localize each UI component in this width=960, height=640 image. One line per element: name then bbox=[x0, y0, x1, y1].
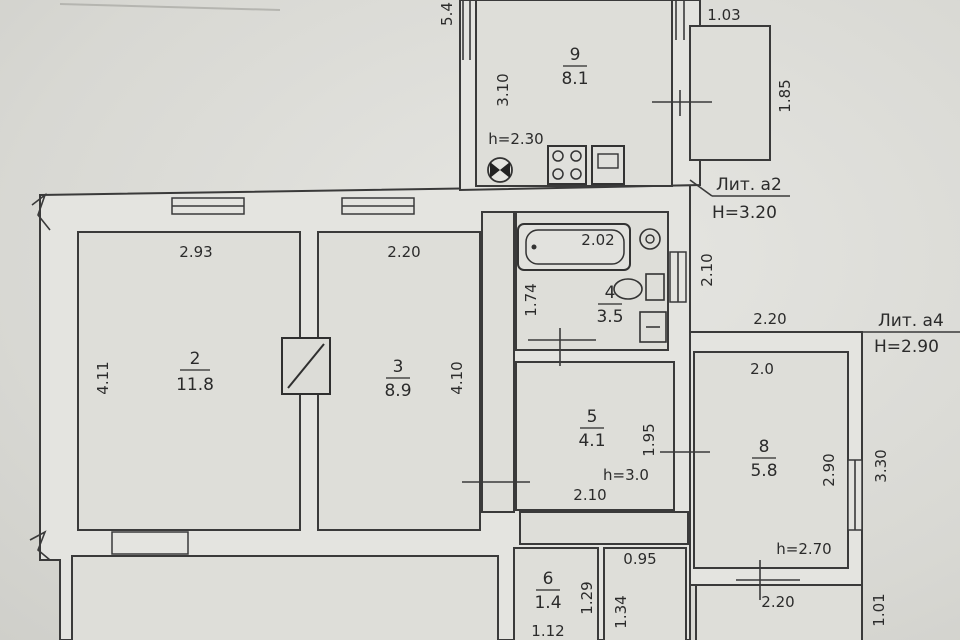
room-label-5: 5 4.1 bbox=[578, 407, 605, 451]
room-label-2: 2 11.8 bbox=[176, 349, 214, 395]
sink-icon-bathroom bbox=[639, 228, 661, 250]
heater-symbol bbox=[281, 337, 331, 395]
height-room-5: h=3.0 bbox=[603, 466, 649, 484]
scan-edge-line bbox=[59, 3, 281, 11]
dim-1-03: 1.03 bbox=[707, 6, 740, 24]
lit-a2-height: H=3.20 bbox=[712, 203, 777, 223]
room-3-number: 3 bbox=[393, 357, 404, 377]
dim-2-20-bottom: 2.20 bbox=[761, 593, 794, 611]
room-8 bbox=[693, 351, 849, 569]
room-5-area: 4.1 bbox=[578, 431, 605, 451]
room-2-area: 11.8 bbox=[176, 375, 214, 395]
room-3-area: 8.9 bbox=[384, 381, 411, 401]
room-6-number: 6 bbox=[543, 569, 554, 589]
room-8-area: 5.8 bbox=[750, 461, 777, 481]
dim-2-93: 2.93 bbox=[179, 243, 212, 261]
room-small-right bbox=[603, 547, 687, 640]
room-6-area: 1.4 bbox=[534, 593, 561, 613]
dim-2-10-vertical: 2.10 bbox=[698, 253, 716, 286]
dim-3-10: 3.10 bbox=[494, 73, 512, 106]
room-bottom-left bbox=[71, 555, 499, 640]
room-label-8: 8 5.8 bbox=[750, 437, 777, 481]
room-6 bbox=[513, 547, 599, 640]
dim-1-95: 1.95 bbox=[640, 423, 658, 456]
kitchen-sink-icon bbox=[591, 145, 625, 185]
window-room-4 bbox=[669, 251, 687, 303]
lit-a2-pointer bbox=[689, 179, 713, 197]
dim-0-95: 0.95 bbox=[623, 550, 656, 568]
lit-a4-label: Лит. а4 bbox=[878, 311, 944, 331]
room-4-number: 4 bbox=[605, 283, 616, 303]
room-4-area: 3.5 bbox=[596, 307, 623, 327]
dim-1-29: 1.29 bbox=[578, 581, 596, 614]
lit-a2-label: Лит. а2 bbox=[716, 175, 782, 195]
dim-3-30: 3.30 bbox=[872, 449, 890, 482]
window-room-8 bbox=[847, 459, 863, 531]
room-2 bbox=[77, 231, 301, 531]
room-2-number: 2 bbox=[190, 349, 201, 369]
bathtub-icon bbox=[517, 223, 631, 271]
dim-1-01: 1.01 bbox=[870, 593, 888, 626]
room-9-side-annex bbox=[689, 25, 771, 161]
dim-1-12: 1.12 bbox=[531, 622, 564, 640]
dim-2-90: 2.90 bbox=[820, 453, 838, 486]
room-label-3: 3 8.9 bbox=[384, 357, 411, 401]
wall-break-mark-top bbox=[31, 192, 51, 231]
height-kitchen: h=2.30 bbox=[488, 130, 543, 148]
dim-4-10: 4.10 bbox=[448, 361, 466, 394]
dim-1-85: 1.85 bbox=[776, 79, 794, 112]
room-9-number: 9 bbox=[570, 45, 581, 65]
room-3 bbox=[317, 231, 481, 531]
dim-2-0: 2.0 bbox=[750, 360, 774, 378]
dim-2-20-top: 2.20 bbox=[387, 243, 420, 261]
dim-1-74: 1.74 bbox=[522, 283, 540, 316]
room-label-6: 6 1.4 bbox=[534, 569, 561, 613]
window-room-2 bbox=[171, 197, 245, 215]
toilet-icon bbox=[613, 273, 665, 301]
window-bottom-left bbox=[111, 531, 189, 555]
lit-a4-height: H=2.90 bbox=[874, 337, 939, 357]
washbasin-icon bbox=[639, 311, 667, 343]
wall-break-mark-bottom bbox=[29, 530, 51, 561]
dim-2-20-right: 2.20 bbox=[753, 310, 786, 328]
strip-below-room-5 bbox=[519, 511, 689, 545]
height-room-8: h=2.70 bbox=[776, 540, 831, 558]
gas-boiler-icon bbox=[487, 157, 513, 183]
room-5-number: 5 bbox=[587, 407, 598, 427]
room-9-area: 8.1 bbox=[561, 69, 588, 89]
dim-2-10-horizontal: 2.10 bbox=[573, 486, 606, 504]
corridor bbox=[481, 211, 515, 513]
dim-4-11: 4.11 bbox=[94, 361, 112, 394]
room-8-number: 8 bbox=[759, 437, 770, 457]
window-room-3 bbox=[341, 197, 415, 215]
room-5 bbox=[515, 361, 675, 511]
room-label-4: 4 3.5 bbox=[596, 283, 623, 327]
dim-2-02: 2.02 bbox=[581, 231, 614, 249]
stove-icon bbox=[547, 145, 587, 185]
dim-1-34: 1.34 bbox=[612, 595, 630, 628]
room-8-lower-annex bbox=[695, 584, 863, 640]
dim-5-4: 5.4 bbox=[438, 2, 456, 26]
room-label-9: 9 8.1 bbox=[561, 45, 588, 89]
